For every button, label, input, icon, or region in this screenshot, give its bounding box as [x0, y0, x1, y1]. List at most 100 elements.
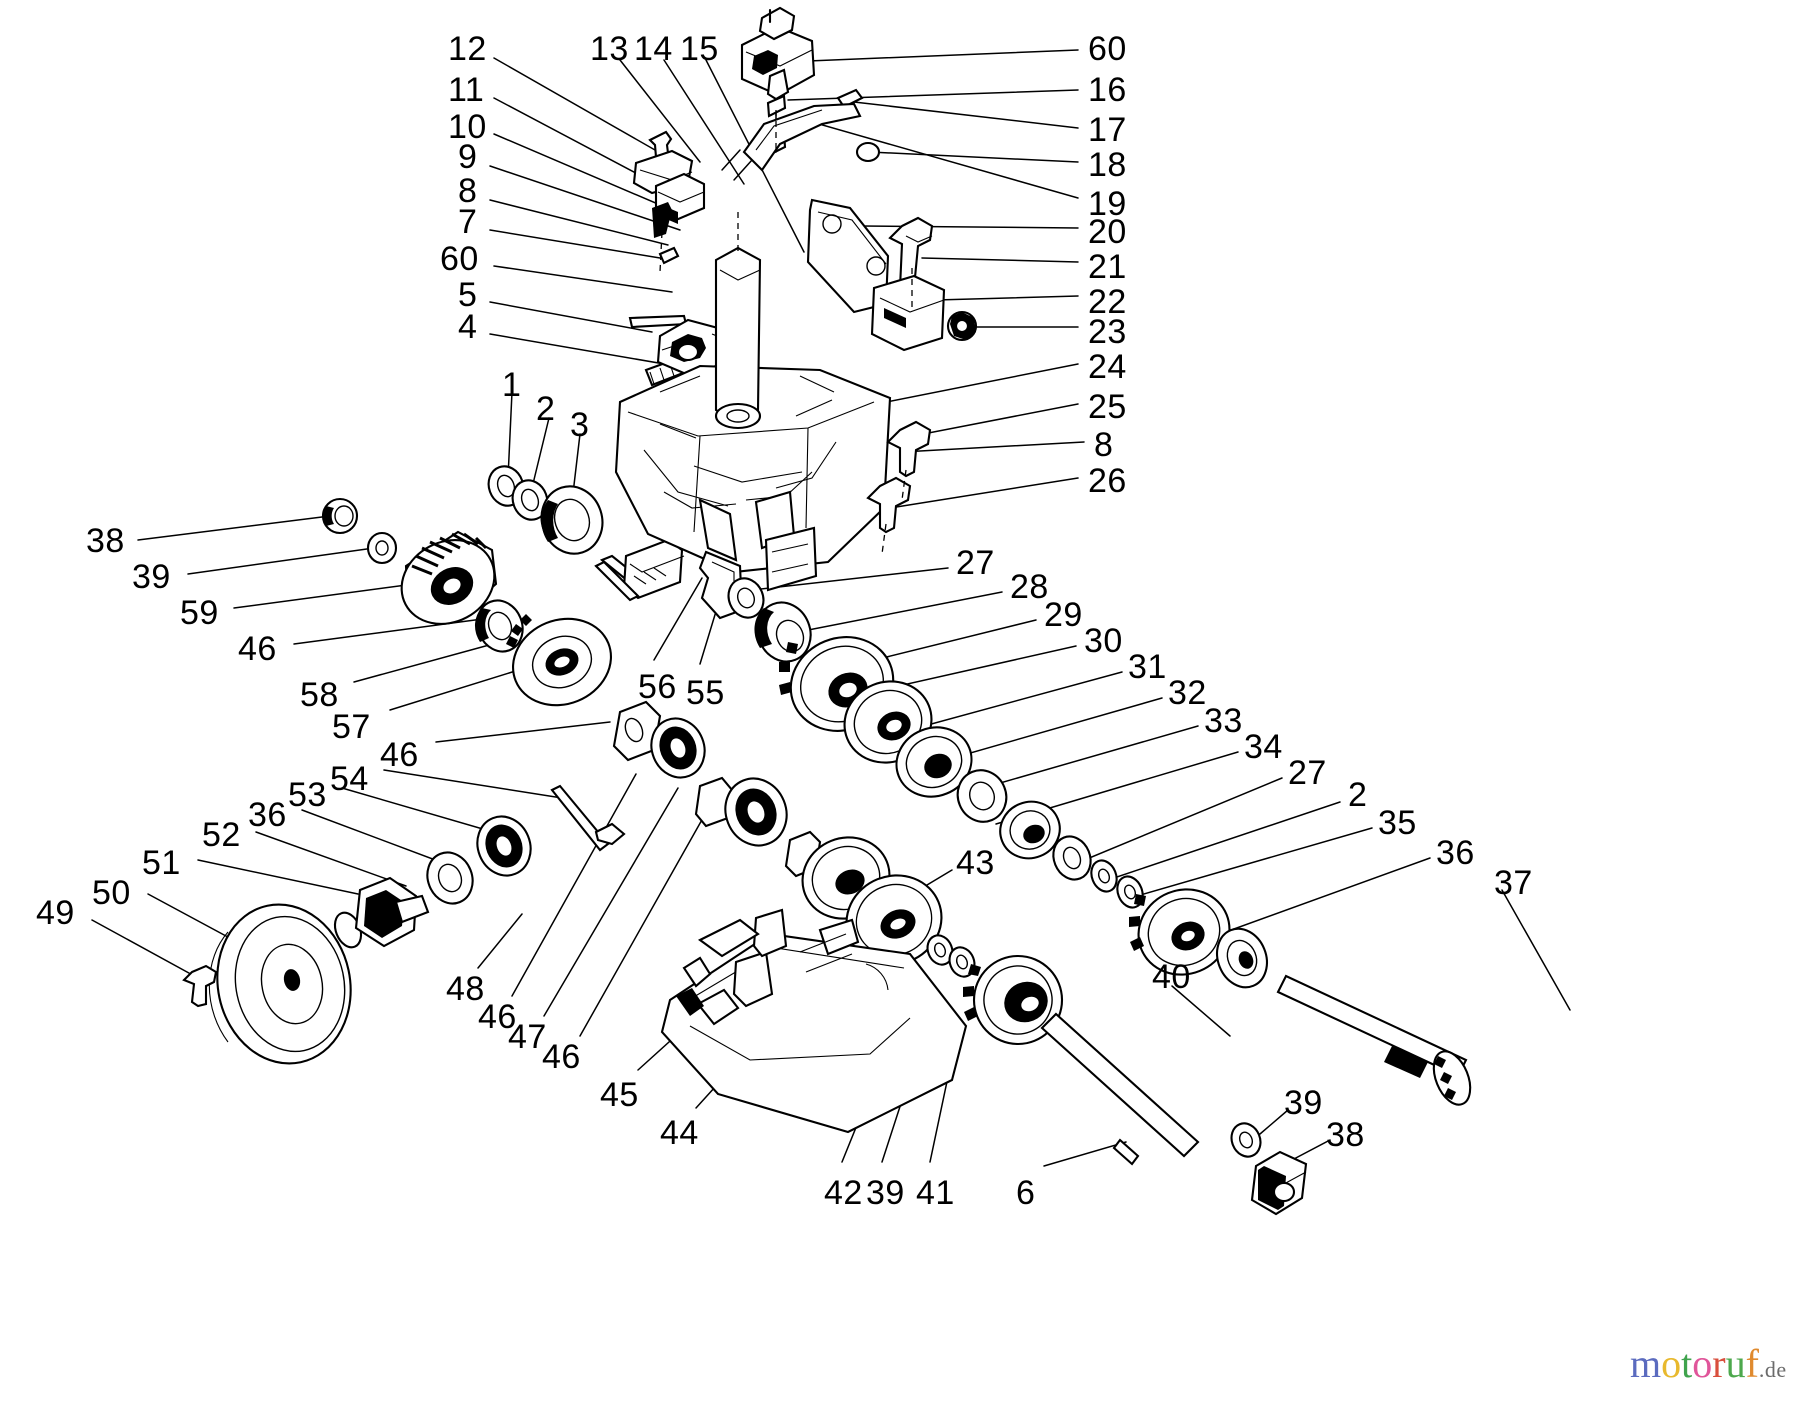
callout-17: 17: [1088, 111, 1127, 149]
part-collar-46-a: [474, 599, 524, 653]
callout-24: 24: [1088, 348, 1127, 386]
mechanical-parts-group: [182, 6, 1472, 1216]
callout-54: 54: [330, 760, 369, 798]
part-gear-42: [845, 874, 943, 966]
callout-56: 56: [638, 668, 677, 706]
callout-31: 31: [1128, 648, 1167, 686]
callout-5: 5: [458, 276, 478, 314]
callout-35: 35: [1378, 804, 1417, 842]
part-piece-7: [658, 246, 680, 265]
watermark-letter-f: f: [1745, 1341, 1759, 1386]
watermark-letter-o1: o: [1661, 1341, 1682, 1386]
callout-15: 15: [680, 30, 719, 68]
motoruf-watermark: motoruf.de: [1630, 1344, 1787, 1384]
part-nut-38-left: [321, 497, 359, 535]
callout-38-a: 38: [86, 522, 125, 560]
part-gear-train-right: [727, 577, 1472, 1106]
part-pin-56b: [594, 560, 640, 602]
part-washer-2: [511, 479, 549, 521]
part-washer-39-left: [366, 531, 398, 565]
watermark-suffix: .de: [1758, 1357, 1787, 1382]
callout-53: 53: [288, 776, 327, 814]
callout-27-b: 27: [1288, 754, 1327, 792]
callout-2-a: 2: [536, 390, 556, 428]
callout-28: 28: [1010, 568, 1049, 606]
part-bolt-8b: [866, 476, 912, 534]
part-bracket-20: [806, 198, 890, 314]
callout-18: 18: [1088, 146, 1127, 184]
callout-60-mid: 60: [440, 240, 479, 278]
callout-46-d: 46: [542, 1038, 581, 1076]
callout-39-c: 39: [1284, 1084, 1323, 1122]
callout-50: 50: [92, 874, 131, 912]
callout-4: 4: [458, 308, 478, 346]
part-cylinder-9: [652, 202, 672, 238]
part-shaft-6: [1040, 1012, 1200, 1166]
part-lever-arm-16: [721, 102, 862, 181]
part-washer-39b: [926, 934, 954, 966]
part-roller-46b: [612, 700, 662, 762]
callout-14: 14: [634, 30, 673, 68]
callout-49: 49: [36, 894, 75, 932]
callout-45: 45: [600, 1076, 639, 1114]
callout-39-b: 39: [866, 1174, 905, 1212]
callout-23: 23: [1088, 313, 1127, 351]
callout-46-a: 46: [238, 630, 277, 668]
watermark-letter-r: r: [1712, 1341, 1726, 1386]
callout-19: 19: [1088, 185, 1127, 223]
callout-2-b: 2: [1348, 776, 1368, 814]
callout-6: 6: [1016, 1174, 1036, 1212]
callout-1: 1: [502, 366, 522, 404]
part-plate-22: [870, 274, 946, 352]
callout-38-b: 38: [1326, 1116, 1365, 1154]
callout-30: 30: [1084, 622, 1123, 660]
callout-12: 12: [448, 30, 487, 68]
watermark-letter-o2: o: [1692, 1341, 1713, 1386]
part-bolt-8a: [886, 420, 932, 478]
part-shaft-54: [550, 784, 626, 852]
callout-44: 44: [660, 1114, 699, 1152]
callout-7: 7: [458, 203, 478, 241]
part-bevel-gear-59: [400, 530, 498, 625]
callout-22: 22: [1088, 283, 1127, 321]
callout-36-a: 36: [248, 796, 287, 834]
part-gear-57: [506, 614, 613, 707]
part-housing-cover-44: [660, 908, 968, 1134]
callout-55: 55: [686, 674, 725, 712]
part-bolt-50: [182, 964, 218, 1008]
callout-48: 48: [446, 970, 485, 1008]
callout-33: 33: [1204, 702, 1243, 740]
callout-46-b: 46: [380, 736, 419, 774]
callout-47: 47: [508, 1018, 547, 1056]
callout-58: 58: [300, 676, 339, 714]
part-nut-23: [946, 310, 978, 342]
part-nut-38b: [1250, 1150, 1308, 1216]
callout-26: 26: [1088, 462, 1127, 500]
callout-42: 42: [824, 1174, 863, 1212]
callout-59: 59: [180, 594, 219, 632]
part-shift-cam-4: [656, 318, 728, 381]
callout-57: 57: [332, 708, 371, 746]
part-gear-47: [650, 717, 706, 779]
callout-52: 52: [202, 816, 241, 854]
watermark-letter-m: m: [1630, 1341, 1662, 1386]
watermark-letter-u: u: [1725, 1341, 1746, 1386]
callout-10: 10: [448, 108, 487, 146]
callout-39-a: 39: [132, 558, 171, 596]
callout-3: 3: [570, 406, 590, 444]
part-gear-53: [476, 815, 532, 877]
callout-46-c: 46: [478, 998, 517, 1036]
callout-25: 25: [1088, 388, 1127, 426]
callout-40: 40: [1152, 958, 1191, 996]
part-bearing-3: [540, 485, 604, 555]
callout-9: 9: [458, 138, 478, 176]
part-cluster-gear-40: [963, 954, 1064, 1046]
callout-13: 13: [590, 30, 629, 68]
callout-36-b: 36: [1436, 834, 1475, 872]
callout-8-b: 8: [1094, 426, 1114, 464]
callout-32: 32: [1168, 674, 1207, 712]
watermark-letter-t: t: [1681, 1341, 1693, 1386]
callout-37: 37: [1494, 864, 1533, 902]
callout-16: 16: [1088, 71, 1127, 109]
